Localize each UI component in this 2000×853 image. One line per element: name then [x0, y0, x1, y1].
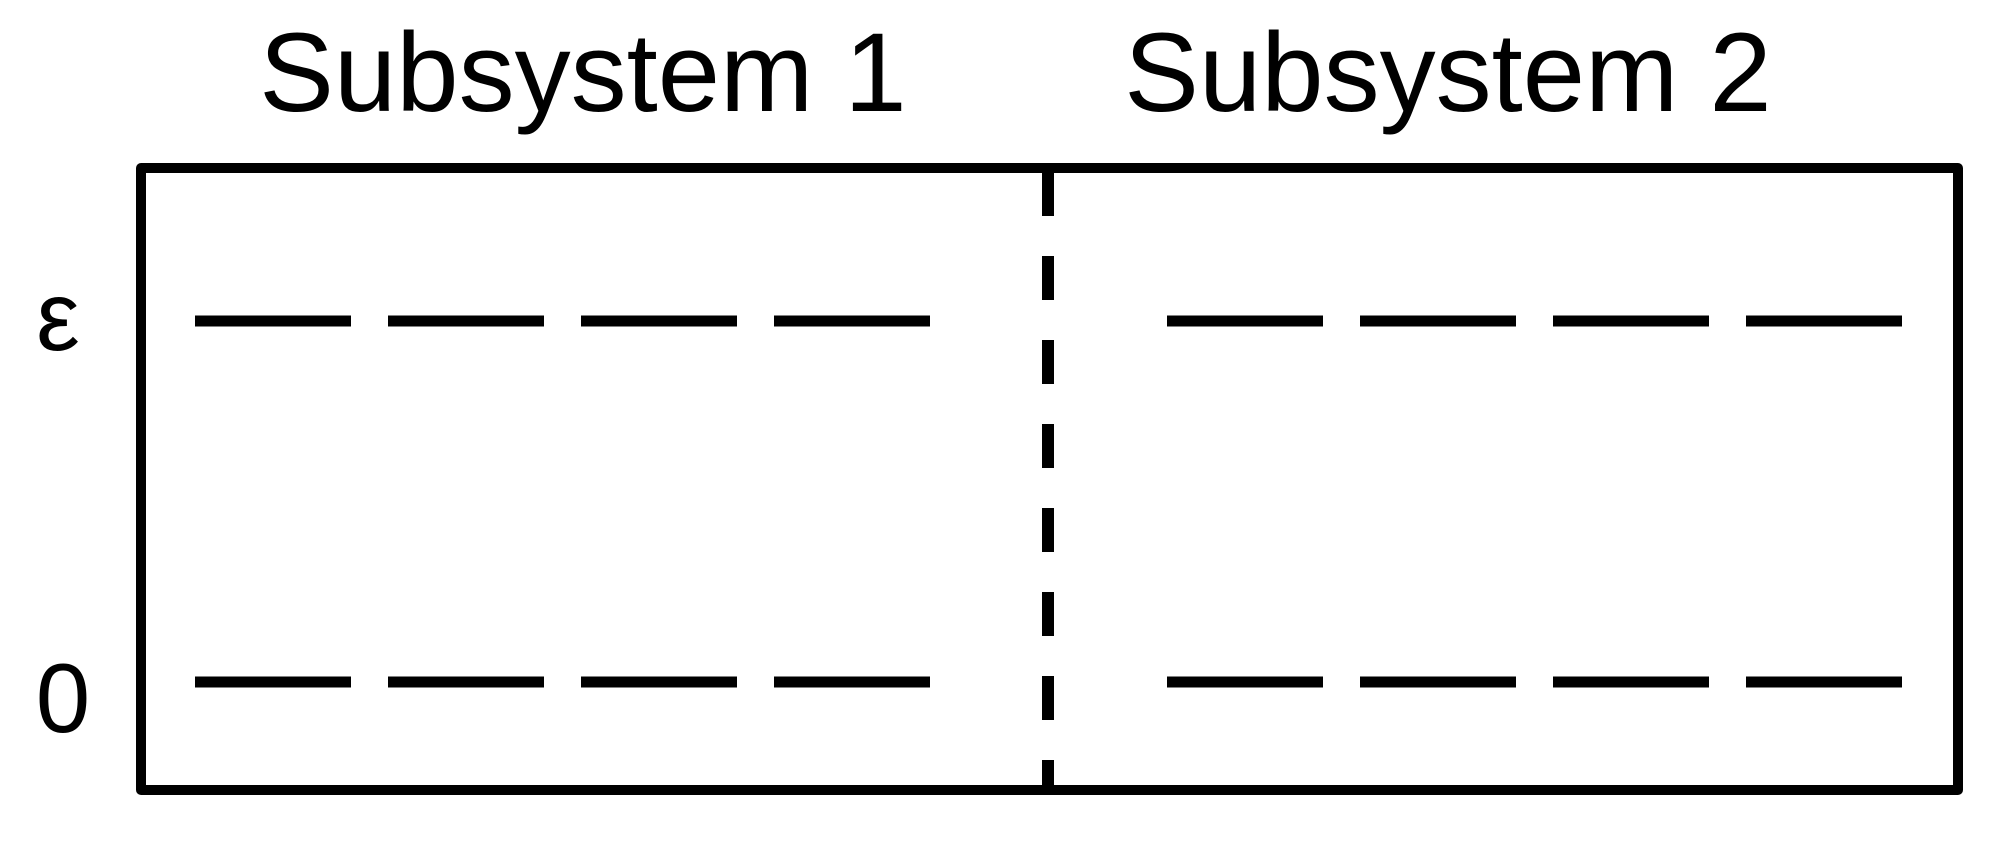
- subsystem-2-title: Subsystem 2: [1124, 10, 1771, 135]
- energy-label-epsilon: ε: [36, 261, 80, 371]
- energy-label-zero: 0: [36, 643, 91, 753]
- subsystem-1-title: Subsystem 1: [259, 10, 906, 135]
